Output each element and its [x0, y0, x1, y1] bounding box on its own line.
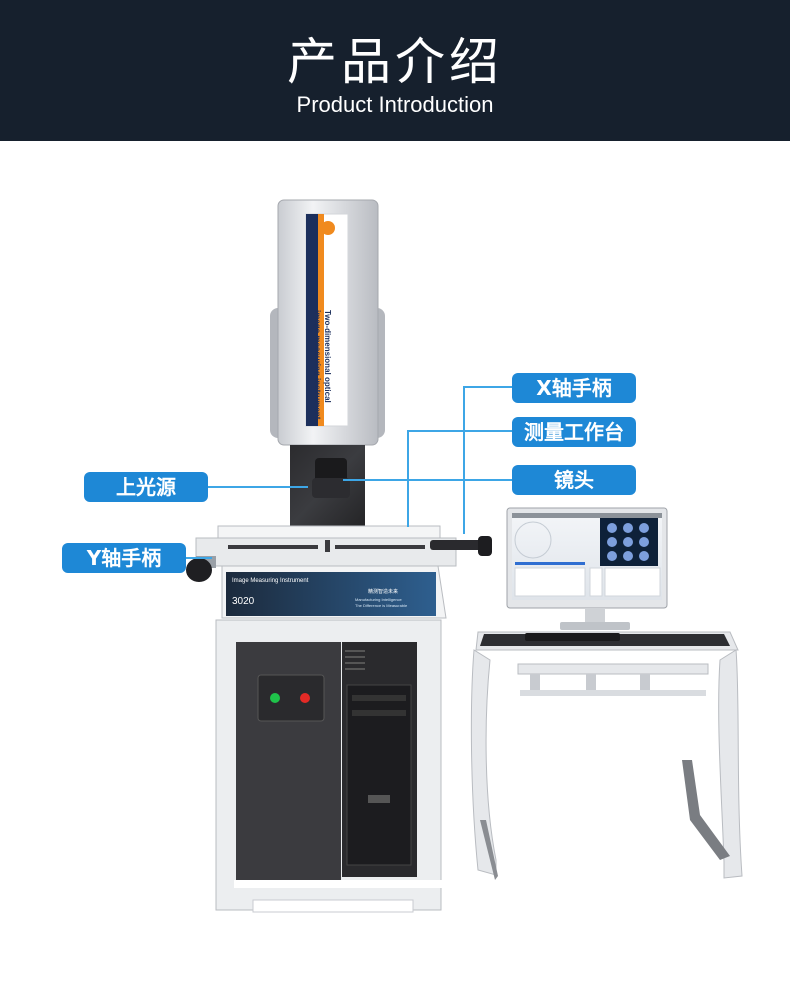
- callout-line-worktable-horizontal: [407, 430, 513, 432]
- red-button[interactable]: [300, 693, 310, 703]
- front-panel-cn: 精测智造未来: [368, 588, 398, 595]
- worktable: [195, 525, 492, 567]
- header-banner: 产品介绍 Product Introduction: [0, 0, 790, 141]
- keyboard: [525, 633, 620, 641]
- machine-head: Two-dimensional optical image measuring …: [270, 199, 385, 446]
- front-panel: Image Measuring Instrument 3020 精测智造未来 M…: [221, 565, 447, 619]
- front-panel-en2: The Difference is Measurable: [355, 603, 408, 608]
- model-number: 3020: [232, 596, 255, 607]
- callout-line-lens: [343, 479, 513, 481]
- page-title: 产品介绍: [287, 33, 503, 91]
- label-worktable: 测量工作台: [512, 417, 636, 447]
- product-illustration: Two-dimensional optical image measuring …: [186, 199, 743, 913]
- green-button[interactable]: [270, 693, 280, 703]
- callout-line-x-handle-vertical: [463, 388, 465, 534]
- label-top-light: 上光源: [84, 472, 208, 502]
- page-subtitle: Product Introduction: [296, 92, 494, 117]
- cabinet: [215, 619, 444, 913]
- y-handle: [186, 556, 216, 582]
- computer-desk: [470, 631, 743, 880]
- callout-line-x-handle-horizontal: [463, 386, 512, 388]
- label-x-handle: X轴手柄: [512, 373, 636, 403]
- front-panel-title: Image Measuring Instrument: [232, 578, 309, 584]
- lens: [312, 458, 350, 498]
- label-y-handle: Y轴手柄: [62, 543, 186, 573]
- monitor: [506, 507, 668, 630]
- head-panel-line2: image measuring instrument: [313, 310, 322, 420]
- callout-line-y-handle: [186, 557, 212, 559]
- callout-line-worktable-vertical: [407, 430, 409, 527]
- head-panel-line1: Two-dimensional optical: [323, 310, 332, 403]
- label-lens: 镜头: [512, 465, 636, 495]
- front-panel-en1: Manufacturing Intelligence: [355, 597, 402, 602]
- callout-line-top-light: [208, 486, 308, 488]
